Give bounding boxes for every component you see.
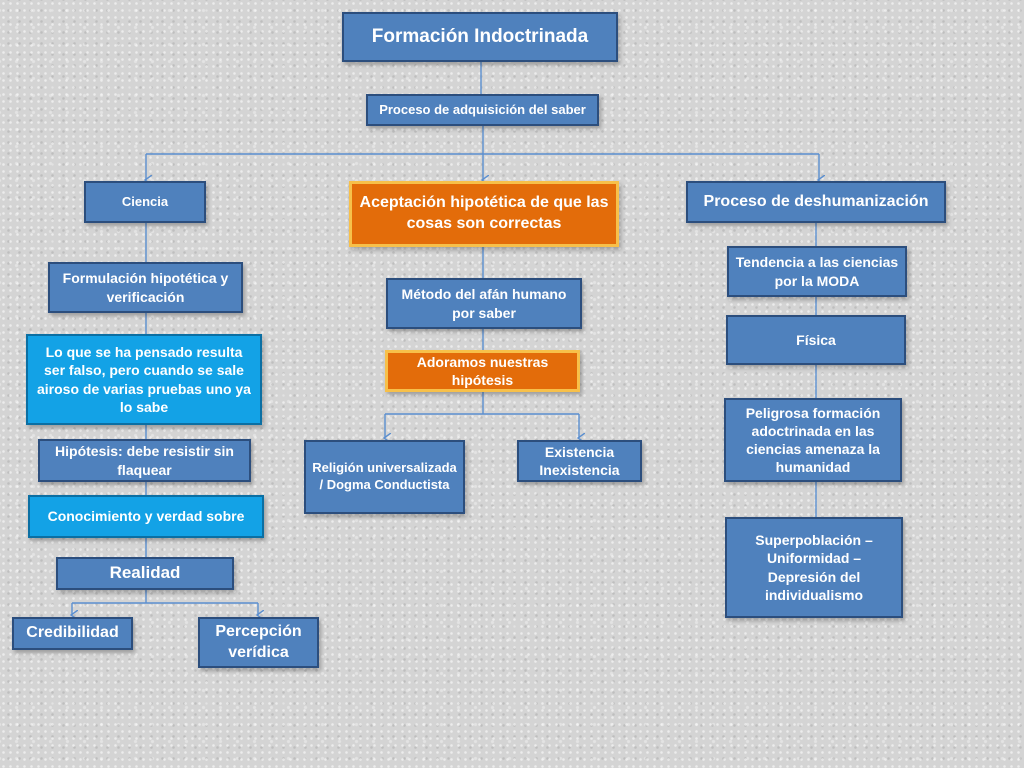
- hipotesis-box: Hipótesis: debe resistir sin flaquear: [38, 439, 251, 482]
- metodo-box: Método del afán humano por saber: [386, 278, 582, 329]
- realidad-box: Realidad: [56, 557, 234, 590]
- conocimiento-box: Conocimiento y verdad sobre: [28, 495, 264, 538]
- subtitle-box: Proceso de adquisición del saber: [366, 94, 599, 126]
- existencia-box: Existencia Inexistencia: [517, 440, 642, 482]
- percepcion-box: Percepción verídica: [198, 617, 319, 668]
- religion-box: Religión universalizada / Dogma Conducti…: [304, 440, 465, 514]
- ciencia-box: Ciencia: [84, 181, 206, 223]
- superpoblacion-box: Superpoblación – Uniformidad – Depresión…: [725, 517, 903, 618]
- aceptacion-box: Aceptación hipotética de que las cosas s…: [349, 181, 619, 247]
- proceso-box: Proceso de deshumanización: [686, 181, 946, 223]
- lo-que-box: Lo que se ha pensado resulta ser falso, …: [26, 334, 262, 425]
- formulacion-box: Formulación hipotética y verificación: [48, 262, 243, 313]
- fisica-box: Física: [726, 315, 906, 365]
- peligrosa-box: Peligrosa formación adoctrinada en las c…: [724, 398, 902, 482]
- adoramos-box: Adoramos nuestras hipótesis: [385, 350, 580, 392]
- tendencia-box: Tendencia a las ciencias por la MODA: [727, 246, 907, 297]
- title-box: Formación Indoctrinada: [342, 12, 618, 62]
- credibilidad-box: Credibilidad: [12, 617, 133, 650]
